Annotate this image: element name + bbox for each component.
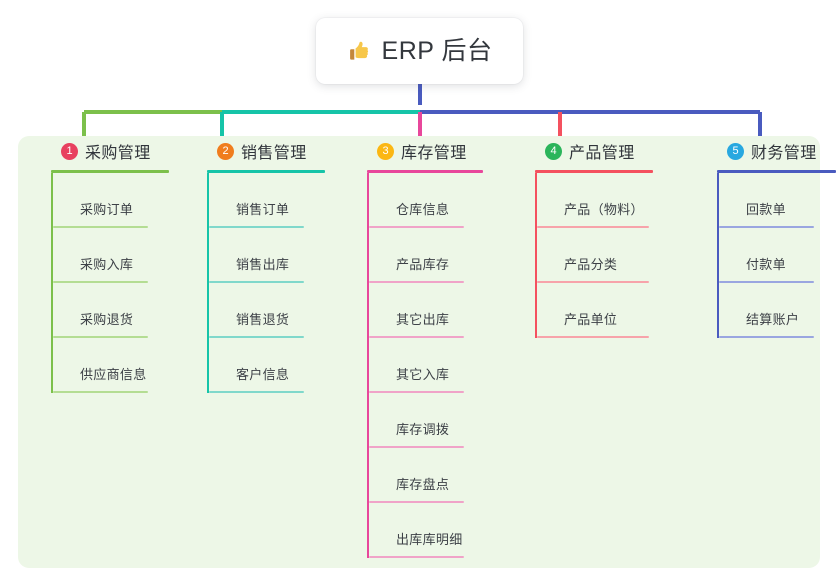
leaf-label: 采购退货: [80, 312, 134, 327]
leaf-label: 其它入库: [396, 367, 450, 382]
leaf-item[interactable]: 结算账户: [719, 283, 836, 338]
thumbs-up-emoji-icon: [349, 41, 368, 60]
column-1: 1 采购管理采购订单采购入库采购退货供应商信息: [42, 136, 169, 393]
column-rule-3: [367, 170, 483, 173]
leaf-rule: [209, 226, 304, 228]
leaf-item[interactable]: 销售订单: [209, 173, 325, 228]
column-3: 3 库存管理仓库信息产品库存其它出库其它入库库存调拨库存盘点出库库明细: [358, 136, 483, 558]
leaf-item[interactable]: 库存调拨: [369, 393, 483, 448]
column-rule-5: [717, 170, 836, 173]
leaf-rule: [369, 501, 464, 503]
leaf-label: 仓库信息: [396, 202, 450, 217]
leaf-label: 销售出库: [236, 257, 290, 272]
column-title-5: 财务管理: [751, 145, 817, 162]
leaf-rule: [369, 281, 464, 283]
column-branch-5: 回款单付款单结算账户: [717, 173, 836, 338]
leaf-rule: [719, 281, 814, 283]
leaf-label: 付款单: [746, 257, 786, 272]
leaf-item[interactable]: 产品库存: [369, 228, 483, 283]
leaf-item[interactable]: 产品分类: [537, 228, 653, 283]
leaf-rule: [369, 226, 464, 228]
leaf-item[interactable]: 采购入库: [53, 228, 169, 283]
column-title-3: 库存管理: [401, 145, 467, 162]
root-title: ERP 后台: [381, 36, 493, 65]
leaf-label: 结算账户: [746, 312, 800, 327]
leaf-rule: [53, 226, 148, 228]
column-badge-4: 4: [545, 142, 562, 160]
column-header-2[interactable]: 2 销售管理: [198, 136, 325, 166]
leaf-rule: [209, 336, 304, 338]
column-title-1: 采购管理: [85, 145, 151, 162]
column-badge-1: 1: [61, 142, 78, 160]
leaf-rule: [369, 336, 464, 338]
diagram-panel: 1 采购管理采购订单采购入库采购退货供应商信息 2 销售管理销售订单销售出库销售退货客…: [18, 136, 836, 568]
leaf-label: 出库库明细: [396, 532, 463, 547]
column-rule-2: [207, 170, 325, 173]
column-header-5[interactable]: 5 财务管理: [708, 136, 836, 166]
column-header-4[interactable]: 4 产品管理: [526, 136, 653, 166]
column-2: 2 销售管理销售订单销售出库销售退货客户信息: [198, 136, 325, 393]
leaf-rule: [537, 226, 649, 228]
leaf-item[interactable]: 其它入库: [369, 338, 483, 393]
leaf-rule: [369, 446, 464, 448]
column-4: 4 产品管理产品（物料） 产品分类产品单位: [526, 136, 653, 338]
leaf-label: 采购入库: [80, 257, 134, 272]
leaf-rule: [537, 336, 649, 338]
leaf-label: 库存调拨: [396, 422, 450, 437]
leaf-item[interactable]: 采购订单: [53, 173, 169, 228]
leaf-label: 库存盘点: [396, 477, 450, 492]
leaf-rule: [209, 391, 304, 393]
leaf-item[interactable]: 销售退货: [209, 283, 325, 338]
leaf-item[interactable]: 付款单: [719, 228, 836, 283]
column-header-3[interactable]: 3 库存管理: [358, 136, 483, 166]
leaf-label: 采购订单: [80, 202, 134, 217]
leaf-label: 产品（物料）: [564, 202, 644, 217]
leaf-item[interactable]: 产品（物料）: [537, 173, 653, 228]
leaf-item[interactable]: 供应商信息: [53, 338, 169, 393]
leaf-rule: [53, 281, 148, 283]
column-branch-4: 产品（物料） 产品分类产品单位: [535, 173, 653, 338]
leaf-label: 其它出库: [396, 312, 450, 327]
leaf-label: 产品分类: [564, 257, 618, 272]
root-node-card[interactable]: ERP 后台: [316, 18, 523, 84]
column-badge-2: 2: [217, 142, 234, 160]
leaf-rule: [53, 391, 148, 393]
column-branch-1: 采购订单采购入库采购退货供应商信息: [51, 173, 169, 393]
column-badge-3: 3: [377, 142, 394, 160]
leaf-label: 客户信息: [236, 367, 290, 382]
leaf-label: 回款单: [746, 202, 786, 217]
leaf-rule: [719, 336, 814, 338]
leaf-item[interactable]: 采购退货: [53, 283, 169, 338]
leaf-label: 产品库存: [396, 257, 450, 272]
leaf-label: 销售订单: [236, 202, 290, 217]
leaf-item[interactable]: 出库库明细: [369, 503, 483, 558]
leaf-item[interactable]: 回款单: [719, 173, 836, 228]
column-rule-1: [51, 170, 169, 173]
leaf-rule: [537, 281, 649, 283]
leaf-rule: [719, 226, 814, 228]
column-title-2: 销售管理: [241, 145, 307, 162]
leaf-item[interactable]: 客户信息: [209, 338, 325, 393]
leaf-item[interactable]: 其它出库: [369, 283, 483, 338]
leaf-label: 销售退货: [236, 312, 290, 327]
column-5: 5 财务管理回款单付款单结算账户: [708, 136, 836, 338]
leaf-item[interactable]: 库存盘点: [369, 448, 483, 503]
leaf-item[interactable]: 销售出库: [209, 228, 325, 283]
leaf-item[interactable]: 产品单位: [537, 283, 653, 338]
leaf-item[interactable]: 仓库信息: [369, 173, 483, 228]
leaf-rule: [209, 281, 304, 283]
column-header-1[interactable]: 1 采购管理: [42, 136, 169, 166]
leaf-label: 产品单位: [564, 312, 618, 327]
column-branch-2: 销售订单销售出库销售退货客户信息: [207, 173, 325, 393]
column-title-4: 产品管理: [569, 145, 635, 162]
leaf-rule: [369, 556, 464, 558]
leaf-rule: [53, 336, 148, 338]
leaf-label: 供应商信息: [80, 367, 147, 382]
column-rule-4: [535, 170, 653, 173]
leaf-rule: [369, 391, 464, 393]
column-branch-3: 仓库信息产品库存其它出库其它入库库存调拨库存盘点出库库明细: [367, 173, 483, 558]
column-badge-5: 5: [727, 142, 744, 160]
